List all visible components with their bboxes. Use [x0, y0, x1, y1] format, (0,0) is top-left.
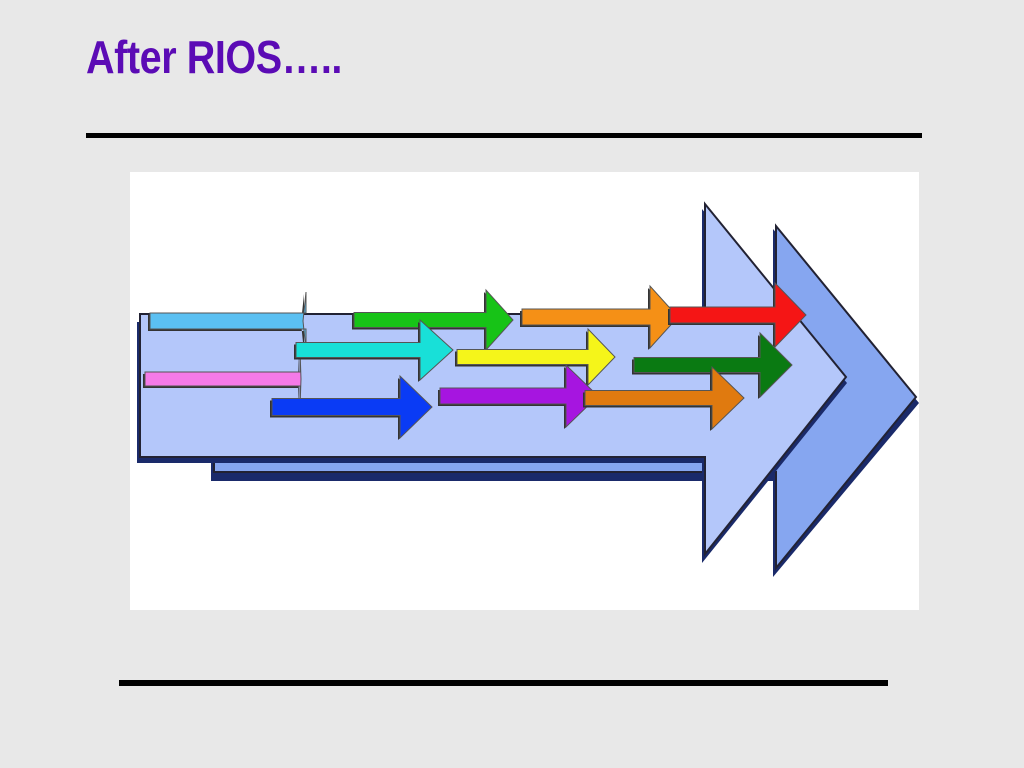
arrow-pink: [144, 349, 302, 409]
arrow-cyan: [295, 318, 454, 382]
arrow-dark-orange: [584, 365, 745, 431]
arrow-dark-green: [633, 331, 793, 399]
arrow-purple: [439, 363, 599, 429]
front-big-arrow: [137, 201, 848, 563]
front-big-arrow-shape: [139, 201, 848, 557]
arrow-green: [353, 288, 514, 352]
arrow-orange: [521, 284, 679, 350]
top-divider: [86, 133, 922, 138]
process-diagram: [130, 172, 919, 610]
arrow-light-blue: [149, 291, 307, 351]
small-arrows-group: [143, 281, 807, 440]
arrow-blue: [271, 374, 433, 440]
process-flow-diagram: [137, 201, 919, 577]
bottom-divider: [119, 680, 888, 686]
arrow-yellow: [456, 327, 616, 387]
arrow-red: [669, 281, 807, 349]
slide-title: After RIOS…..: [86, 31, 342, 83]
